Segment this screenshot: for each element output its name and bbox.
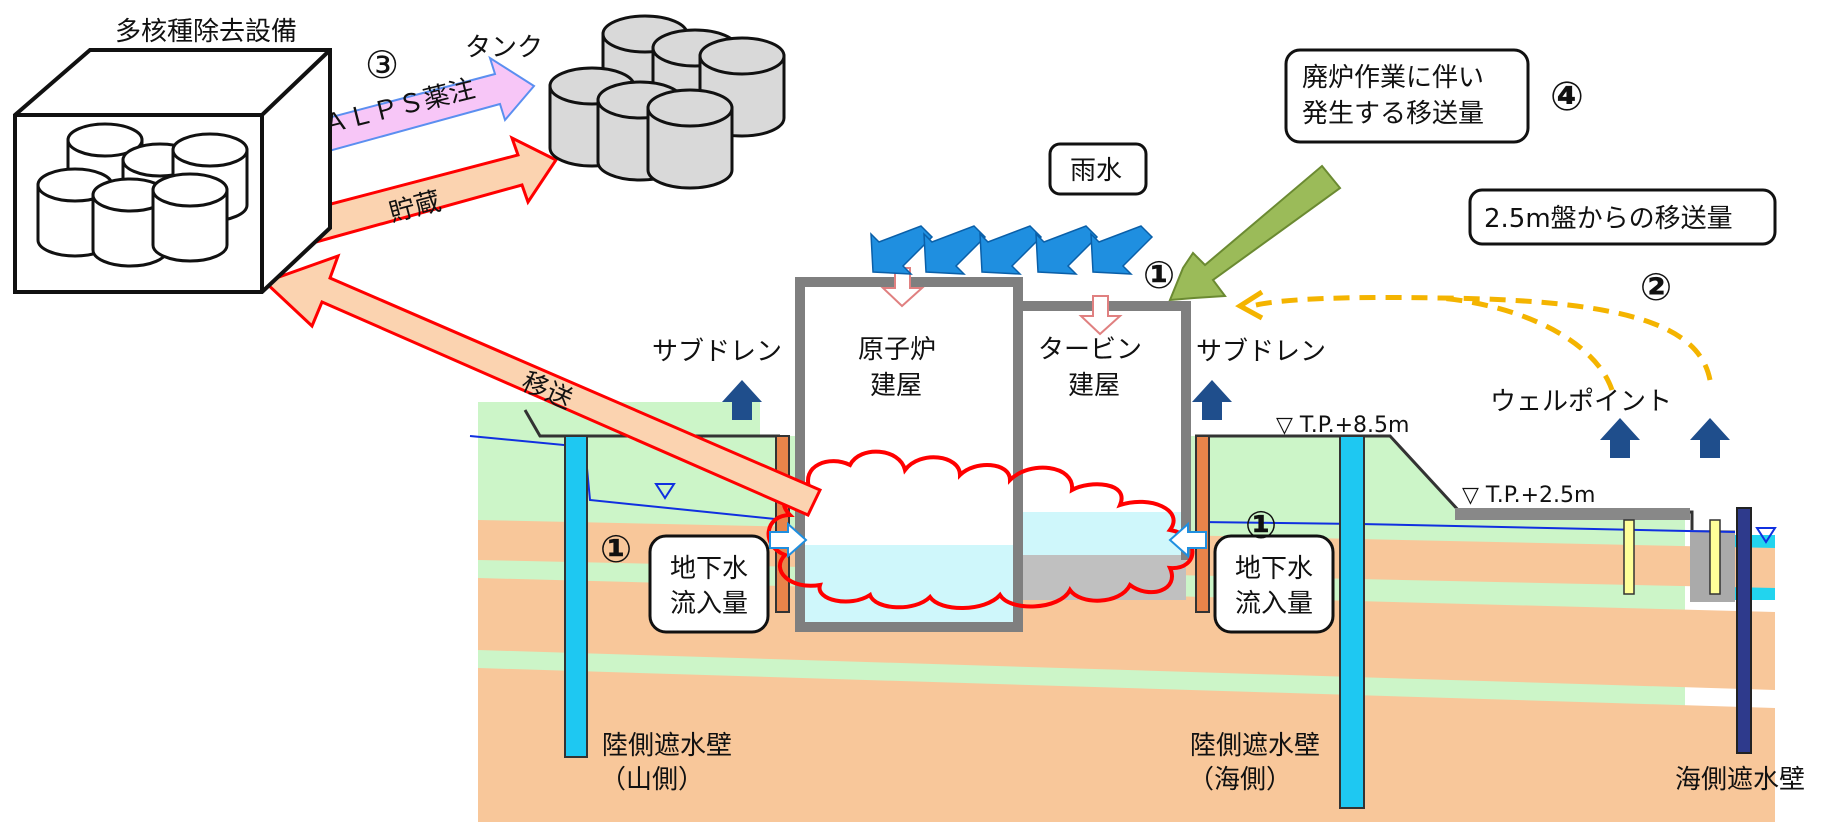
leak-cloud bbox=[766, 449, 1195, 610]
gw-left-label-box bbox=[648, 534, 770, 634]
gw-right-label-line1: 地下水 bbox=[1235, 554, 1313, 584]
marker-four: ④ bbox=[1550, 74, 1584, 120]
decommissioning-arrow bbox=[1168, 164, 1342, 302]
wellpoint-up-arrow-2 bbox=[1690, 418, 1730, 458]
seawall-label: 海側遮水壁 bbox=[1675, 765, 1805, 795]
rain-infiltration-arrow-reactor bbox=[880, 267, 925, 308]
landwall-sea-label-line1: 陸側遮水壁 bbox=[1190, 731, 1320, 761]
reactor-building bbox=[795, 277, 1023, 632]
wellpoint-transfer-arrowhead bbox=[1235, 289, 1264, 321]
rain-arrow-3 bbox=[979, 225, 1043, 275]
pump-up-arrows bbox=[722, 380, 1730, 458]
decommissioning-label-line2: 発生する移送量 bbox=[1302, 99, 1484, 129]
wellpoint-label: ウェルポイント bbox=[1490, 387, 1672, 417]
rain-arrow-2 bbox=[923, 225, 987, 275]
soil-band-3 bbox=[478, 668, 1775, 822]
turbine-label-line1: タービン bbox=[1038, 335, 1142, 365]
decommissioning-label-box bbox=[1284, 48, 1530, 144]
reactor-label-line1: 原子炉 bbox=[858, 335, 936, 365]
landwall-mountain-label-line2: （山側） bbox=[600, 765, 704, 795]
water-level-mark-right bbox=[1755, 527, 1777, 544]
subdrain-left-label: サブドレン bbox=[652, 337, 782, 367]
marker-one-left: ① bbox=[600, 527, 632, 571]
from-25m-label: 2.5m盤からの移送量 bbox=[1484, 204, 1733, 234]
rain-arrow-1 bbox=[870, 225, 934, 275]
treatment-facility-label: 多核種除去設備 bbox=[115, 17, 297, 47]
turbine-label-line2: 建屋 bbox=[1068, 371, 1120, 401]
wellpoint-pipe-2 bbox=[1709, 519, 1721, 595]
ground-surface-line bbox=[523, 409, 780, 438]
turbine-building bbox=[1020, 301, 1191, 600]
rain-arrow-4 bbox=[1035, 225, 1099, 275]
gw-inflow-arrow-right bbox=[1168, 521, 1207, 559]
rain-infiltration-arrow-turbine bbox=[1078, 295, 1123, 336]
wellpoint-up-arrow-1 bbox=[1600, 418, 1640, 458]
seawall bbox=[1736, 507, 1752, 754]
gw-left-label-line1: 地下水 bbox=[670, 554, 748, 584]
tp25-label: ▽ T.P.+2.5m bbox=[1462, 483, 1595, 508]
subdrain-right-label: サブドレン bbox=[1196, 337, 1326, 367]
gw-inflow-arrow-left bbox=[769, 521, 808, 559]
marker-three: ③ bbox=[365, 43, 399, 87]
rain-label-box bbox=[1048, 142, 1148, 196]
tank-cylinders bbox=[548, 14, 786, 190]
water-level-mark-left bbox=[654, 483, 676, 500]
gw-left-label-line2: 流入量 bbox=[670, 589, 748, 619]
storage-arrow bbox=[306, 134, 559, 244]
marker-one-right: ① bbox=[1245, 503, 1277, 547]
gw-right-label-box bbox=[1213, 534, 1335, 634]
landwall-sea bbox=[1339, 435, 1365, 809]
from-25m-label-box bbox=[1468, 188, 1777, 246]
subdrain-pipe-right bbox=[1195, 435, 1210, 613]
landwall-sea-label-line2: （海側） bbox=[1188, 765, 1292, 795]
decommissioning-label-line1: 廃炉作業に伴い bbox=[1302, 63, 1484, 93]
wellpoint-transfer-dashed-2 bbox=[1439, 295, 1615, 391]
tank-label: タンク bbox=[465, 33, 543, 63]
gw-right-label-line2: 流入量 bbox=[1235, 589, 1313, 619]
landwall-mountain-label-line1: 陸側遮水壁 bbox=[602, 731, 732, 761]
facility-cylinder bbox=[151, 172, 229, 263]
transfer-arrow bbox=[262, 253, 823, 517]
marker-one-rain: ① bbox=[1143, 253, 1175, 297]
subdrain-up-arrow-right bbox=[1192, 380, 1232, 420]
marker-two: ② bbox=[1640, 265, 1672, 309]
tp85-label: ▽ T.P.+8.5m bbox=[1276, 413, 1409, 438]
wellpoint-transfer-dashed bbox=[1251, 294, 1713, 381]
landwall-mountain bbox=[564, 435, 588, 758]
rain-arrows bbox=[870, 225, 1154, 275]
subdrain-up-arrow-left bbox=[722, 380, 762, 420]
reactor-label-line2: 建屋 bbox=[870, 371, 922, 401]
facility-cylinders bbox=[36, 122, 249, 268]
rain-label: 雨水 bbox=[1070, 156, 1122, 186]
wellpoint-pipe-1 bbox=[1623, 519, 1635, 595]
tank-cylinder bbox=[646, 88, 734, 190]
rain-arrow-5 bbox=[1090, 225, 1154, 275]
facility-cylinder bbox=[91, 177, 169, 268]
tp25-deck bbox=[1455, 508, 1690, 520]
